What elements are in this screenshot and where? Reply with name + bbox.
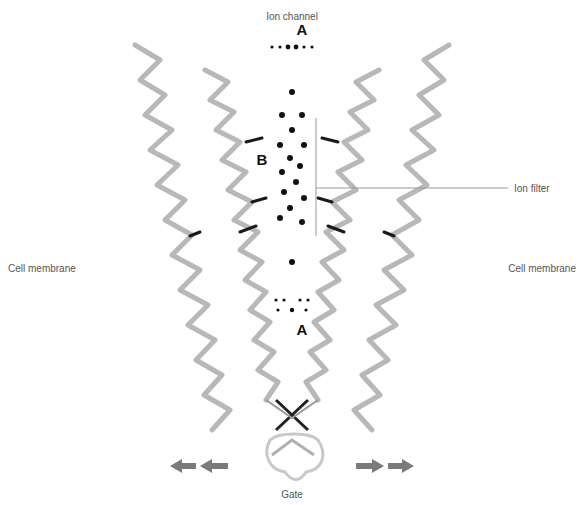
filter-strand — [190, 232, 200, 236]
region-letter: B — [257, 152, 268, 169]
filter-strand — [384, 232, 394, 236]
helix — [205, 70, 278, 400]
ion-dots — [270, 45, 313, 313]
filter-strand — [328, 226, 344, 232]
region-letter: A — [297, 322, 308, 339]
opening-arrows — [170, 459, 414, 473]
leader-line — [316, 188, 508, 189]
filter-strand — [318, 198, 332, 202]
region-label: Cell membrane — [8, 263, 76, 274]
helix — [306, 70, 379, 400]
gate — [266, 400, 323, 480]
filter-strand — [322, 138, 338, 142]
diagram-title: Ion channel — [266, 11, 318, 22]
region-letter: A — [297, 22, 308, 39]
filter-strand — [246, 138, 262, 142]
part-label: Ion filter — [512, 183, 552, 194]
region-label: Cell membrane — [508, 263, 576, 274]
filter-strand — [240, 226, 256, 232]
filter-strand — [252, 198, 266, 202]
filter-bracket — [316, 118, 317, 236]
part-label: Gate — [281, 489, 303, 500]
